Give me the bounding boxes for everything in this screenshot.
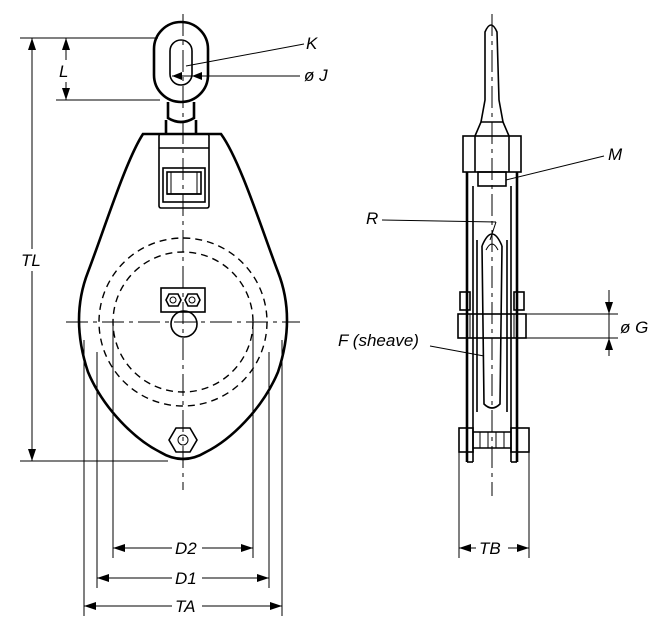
label-tl: TL [21,251,41,270]
swivel-housing [158,133,210,209]
label-ta: TA [175,597,195,616]
label-tb: TB [479,539,501,558]
label-r: R [366,209,378,228]
label-k: K [306,34,318,53]
front-view [20,14,305,618]
label-g: ø G [620,318,648,337]
bottom-nut [168,427,198,453]
label-l: L [59,62,68,81]
label-d1: D1 [175,569,197,588]
axle-pin [170,310,198,338]
side-plate-outline [77,132,289,461]
label-j: ø J [304,66,328,85]
side-view [381,14,618,560]
label-d2: D2 [175,539,197,558]
label-m: M [608,145,623,164]
label-f: F (sheave) [338,331,419,350]
sheave-profile [476,240,508,412]
